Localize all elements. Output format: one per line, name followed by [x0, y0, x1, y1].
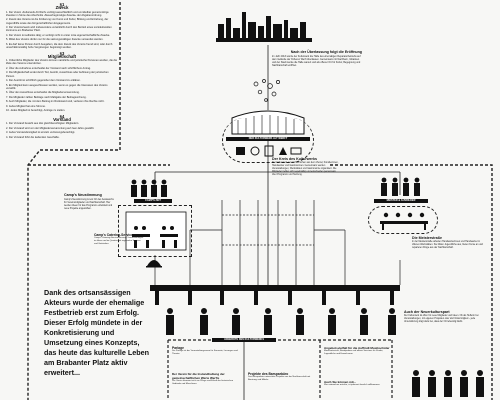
kulturwerk-icons [236, 145, 302, 157]
bottom-item-title: Der Verein für die Instandhaltung der ge… [172, 372, 225, 380]
camp-label: CAMP'S ZEIT [134, 199, 172, 203]
meister-frame [368, 206, 438, 234]
meister-block: Die Meisterstraße In der Meisterstraße a… [412, 236, 486, 250]
bottom-people-illustration [166, 308, 396, 335]
bottom-item-4: Angebotsvielfalt für die Auffindt Musiks… [324, 346, 390, 356]
bottom-item-title: Parlage [172, 346, 184, 350]
bylaw-item: 2. Über die Aufnahme entscheidet der Vor… [6, 66, 91, 70]
section-num: §4 [59, 113, 65, 119]
neuhof-title: Auch der Neuerkulturspart [404, 310, 450, 314]
camp-text: Camp's Neustimmung ist ein Ort des Austa… [64, 199, 114, 210]
bottom-item-title: Auch Sie können mit... [324, 380, 357, 384]
stadt-text: Im Jahr 2013 wurde der Kulturwerk die Ha… [272, 55, 361, 68]
bylaws-column: §1 Zweck 1. Der Verein ›Kulturwerk Alt W… [6, 2, 118, 153]
bottom-item-text: Das Barsparbüro unterstützt Projekte aus… [248, 376, 311, 381]
bottom-item-2: Der Verein für die Instandhaltung der ge… [172, 372, 242, 386]
meister-label: MEISTER & AUSBILDER [374, 199, 428, 203]
bottom-item-text: Musikunterricht, Bandproben und offene S… [324, 350, 383, 355]
bylaw-item: 3. Die Mitgliedschaft endet durch Tod, A… [6, 71, 109, 78]
bylaw-item: 1. Der Verein ›Kulturwerk Alt Werft‹ ver… [6, 10, 109, 17]
bylaw-item: 4. Der Vorstand führt die laufenden Gesc… [6, 135, 60, 139]
people-group-illustration [131, 179, 167, 197]
workshop-illustration [380, 212, 428, 230]
kulturwerk-icon-frame [222, 118, 314, 163]
cloche-icon [146, 260, 162, 268]
bylaw-item: 5. Mittel des Vereins dürfen nur für die… [6, 38, 104, 42]
bylaw-item: 6. Es darf keine Person durch Ausgaben, … [6, 42, 113, 50]
catering-block: Camp's Catering-Service Camp's Catering-… [94, 233, 144, 246]
bottom-item-3: Projekte des Barsparbüro Das Barsparbüro… [248, 372, 318, 382]
bylaw-item: 1. Ordentliche Mitglieder des Vereins kö… [6, 59, 118, 66]
bylaw-item: 10. Jedes Mitglied ist berechtigt, Anträ… [6, 109, 66, 113]
bubbles-illustration [253, 79, 280, 102]
bottom-item-text: Wer mitmachen möchte, ist jederzeit herz… [324, 384, 381, 386]
bylaw-item: 1. Der Vorstand besteht aus drei gleichb… [6, 122, 80, 126]
catering-title: Camp's Catering-Service [94, 233, 133, 237]
bottom-right-people-illustration [412, 370, 484, 397]
neuhof-text: Der Kulturwerk ist offen für neue Mitgli… [404, 315, 479, 323]
section-title: Zweck [55, 5, 69, 11]
stadt-block: Nach der Überlassung folgt die Eröffnung… [272, 50, 362, 67]
bylaw-item: 6. Über den Ausschluss entscheidet die M… [6, 91, 80, 95]
neuhof-block: Auch der Neuerkulturspart Der Kulturwerk… [404, 310, 488, 324]
section-title: Vorstand [53, 116, 71, 122]
section-zweck-list: 1. Der Verein ›Kulturwerk Alt Werft‹ ver… [6, 11, 118, 50]
stadt-title: Nach der Überlassung folgt die Eröffnung [290, 50, 362, 54]
workers-illustration [381, 177, 420, 196]
bottom-item-text: Die Parlage ist der Veranstaltungsraum f… [172, 350, 238, 355]
intro-text: Dank des ortsansässigen Akteurs wurde de… [44, 288, 150, 377]
section-vorstand-list: 1. Der Vorstand besteht aus drei gleichb… [6, 122, 118, 139]
bylaw-item: 7. Die Mitglieder zahlen Beiträge nach M… [6, 95, 87, 99]
section-num: §1 [59, 2, 65, 7]
bottom-item-title: Projekte des Barsparbüro [248, 372, 289, 376]
kulturwerk-text: Der Kulturwerk vereint Menschen aus dem … [272, 162, 339, 176]
bottom-label: ANGEBOTE DES KULTURWERKS [212, 338, 276, 342]
meister-text: In der Meisterstraße arbeiten Handwerker… [412, 241, 483, 249]
bylaw-item: 3. Der Vereinszweck wird insbesondere ve… [6, 26, 112, 33]
camp-title: Camp's Neustimmung [64, 193, 102, 197]
meister-title: Die Meisterstraße [412, 236, 442, 240]
section-mitglied-list: 1. Ordentliche Mitglieder des Vereins kö… [6, 59, 118, 113]
bylaw-item: 3. Jedes Vorstandsmitglied ist einzeln v… [6, 131, 76, 135]
bottom-item-title: Angebotsvielfalt für die Auffindt Musiks… [324, 346, 390, 350]
kulturwerk-label: DER KULTURWERK ALT WERFT [226, 137, 310, 141]
bottom-item-5: Auch Sie können mit... Wer mitmachen möc… [324, 380, 390, 387]
bylaw-item: 8. Auch Mitglieder, die mit dem Beitrag … [6, 100, 105, 104]
bottom-item-1: Parlage Die Parlage ist der Veranstaltun… [172, 346, 242, 356]
kulturwerk-title: Der Kreis des Kulturwerks [272, 157, 317, 161]
bylaw-item: 4. Der Austritt ist schriftlich gegenübe… [6, 79, 81, 83]
city-skyline-illustration [216, 12, 312, 42]
bylaw-item: 9. Jedes Mitglied hat eine Stimme. [6, 104, 46, 108]
section-num: §3 [59, 50, 65, 56]
bylaw-item: 5. Ein Mitglied kann ausgeschlossen werd… [6, 83, 108, 90]
kulturwerk-block: Der Kreis des Kulturwerks Der Kulturwerk… [272, 157, 340, 177]
bylaw-item: 2. Der Vorstand wird von der Mitgliederv… [6, 126, 95, 130]
bylaw-item: 2. Zweck des Vereins ist die Förderung v… [6, 18, 109, 25]
camp-block: Camp's Neustimmung [64, 193, 118, 197]
camp-frame [118, 205, 192, 257]
bylaw-item: 4. Der Verein ist selbstlos tätig; er ve… [6, 33, 111, 37]
camp-room-illustration [125, 211, 187, 251]
section-title: Mitgliedschaft [47, 53, 77, 59]
bottom-item-text: Der Verein kümmert sich um Pflege und Er… [172, 380, 234, 385]
catering-text: Camp's Catering-Service versorgt Veranst… [94, 237, 144, 245]
